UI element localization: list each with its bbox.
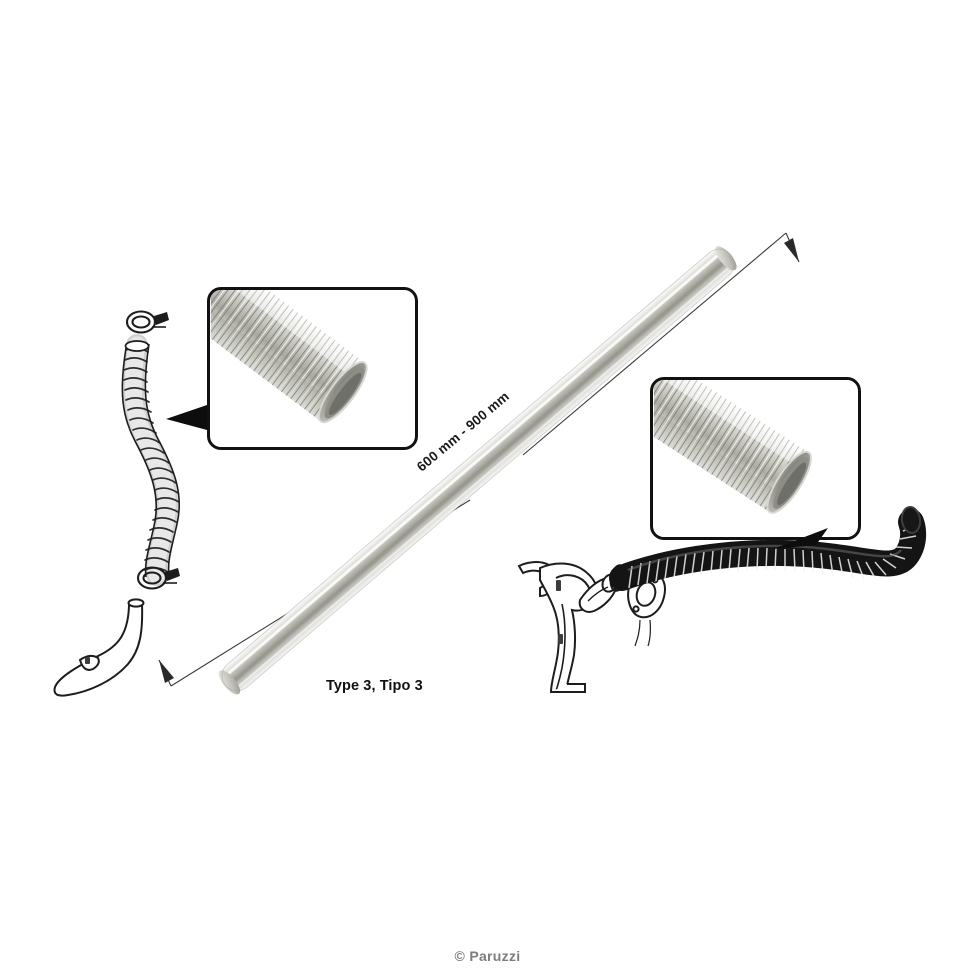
black-corrugated-hose	[609, 506, 927, 591]
main-aluminium-tube	[148, 235, 808, 705]
type-caption: Type 3, Tipo 3	[326, 678, 423, 694]
inset-detail-right	[650, 377, 861, 540]
corrugated-hose-s-curve	[121, 334, 181, 586]
inset-detail-left	[207, 287, 418, 450]
inset-left-arrow-icon	[166, 405, 207, 430]
flexible-hose-with-clamps-diagram	[53, 310, 181, 697]
inset-right-arrow-icon	[773, 528, 828, 549]
copyright-watermark: © Paruzzi	[454, 948, 521, 964]
air-duct-outlet	[53, 598, 145, 697]
dimension-arrowheads	[159, 238, 799, 683]
hose-clamp-bottom-icon	[136, 566, 180, 590]
heat-exchanger-assembly-diagram	[517, 506, 927, 693]
hose-clamp-top-icon	[125, 310, 169, 334]
